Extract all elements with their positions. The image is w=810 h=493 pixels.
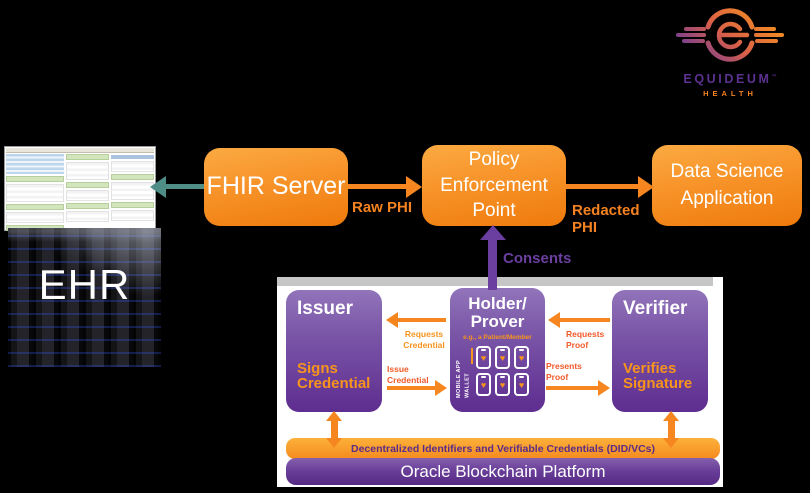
data-science-application-box: Data Science Application bbox=[652, 145, 802, 226]
raw-phi-label: Raw PHI bbox=[352, 199, 413, 216]
tm-mark: ™ bbox=[771, 73, 777, 80]
issue-credential-label: Issue Credential bbox=[387, 364, 429, 385]
wallet-phone-grid bbox=[476, 346, 529, 396]
issuer-did-link-arrow bbox=[326, 411, 342, 448]
issuer-box: Issuer Signs Credential bbox=[286, 290, 382, 412]
equideum-mark-icon bbox=[676, 8, 784, 62]
verifier-box: Verifier Verifies Signature bbox=[612, 290, 708, 412]
server-rack-photo bbox=[8, 228, 161, 367]
ehr-label: EHR bbox=[38, 261, 131, 308]
ehr-menu-bar bbox=[6, 148, 154, 153]
phone-heart-icon bbox=[495, 373, 510, 396]
fhir-server-box: FHIR Server bbox=[204, 148, 348, 226]
ehr-column-left bbox=[6, 154, 64, 231]
requests-credential-label: Requests Credential bbox=[403, 329, 445, 350]
ehr-screenshot bbox=[4, 146, 156, 231]
ehr-column-middle bbox=[65, 154, 109, 225]
presents-proof-label: Presents Proof bbox=[546, 361, 582, 382]
issuer-action: Signs Credential bbox=[297, 359, 371, 393]
issue-credential-arrow bbox=[387, 380, 447, 396]
mobile-wallet: MOBILE APP WALLET bbox=[455, 346, 529, 398]
ehr-column-right bbox=[110, 154, 154, 225]
logo-sub-text: HEALTH bbox=[703, 89, 757, 98]
verifier-title: Verifier bbox=[623, 298, 688, 319]
requests-proof-arrow bbox=[548, 312, 610, 328]
oracle-blockchain-bar: Oracle Blockchain Platform bbox=[286, 458, 720, 485]
pep-to-dsa-arrow bbox=[566, 175, 654, 198]
verifier-action: Verifies Signature bbox=[623, 359, 693, 393]
issuer-title: Issuer bbox=[297, 298, 353, 319]
equideum-logo: EQUIDEUM™ HEALTH bbox=[652, 4, 808, 98]
did-vc-bar: Decentralized Identifiers and Verifiable… bbox=[286, 438, 720, 459]
verifier-did-link-arrow bbox=[663, 411, 679, 448]
phone-heart-icon bbox=[514, 373, 529, 396]
holder-prover-box: Holder/ Prover e.g., a Patient/Member MO… bbox=[450, 288, 545, 412]
redacted-phi-label: Redacted PHI bbox=[572, 202, 640, 236]
phone-heart-icon bbox=[476, 373, 491, 396]
holder-title: Holder/ Prover bbox=[468, 294, 527, 331]
holder-subtitle: e.g., a Patient/Member bbox=[463, 333, 532, 341]
logo-brand-text: EQUIDEUM™ bbox=[683, 72, 777, 86]
phone-heart-icon bbox=[514, 346, 529, 369]
consents-label: Consents bbox=[503, 250, 572, 267]
policy-enforcement-point-box: Policy Enforcement Point bbox=[422, 145, 566, 226]
wallet-label: MOBILE APP WALLET bbox=[456, 360, 471, 398]
requests-proof-label: Requests Proof bbox=[566, 329, 605, 350]
phone-heart-icon bbox=[476, 346, 491, 369]
wallet-tick bbox=[471, 348, 473, 364]
fhir-to-pep-arrow bbox=[348, 175, 422, 198]
fhir-to-ehr-arrow bbox=[150, 175, 204, 198]
ehr-columns bbox=[6, 154, 154, 231]
presents-proof-arrow bbox=[546, 380, 610, 396]
consents-arrow bbox=[479, 225, 506, 290]
requests-credential-arrow bbox=[386, 312, 446, 328]
phone-heart-icon bbox=[495, 346, 510, 369]
